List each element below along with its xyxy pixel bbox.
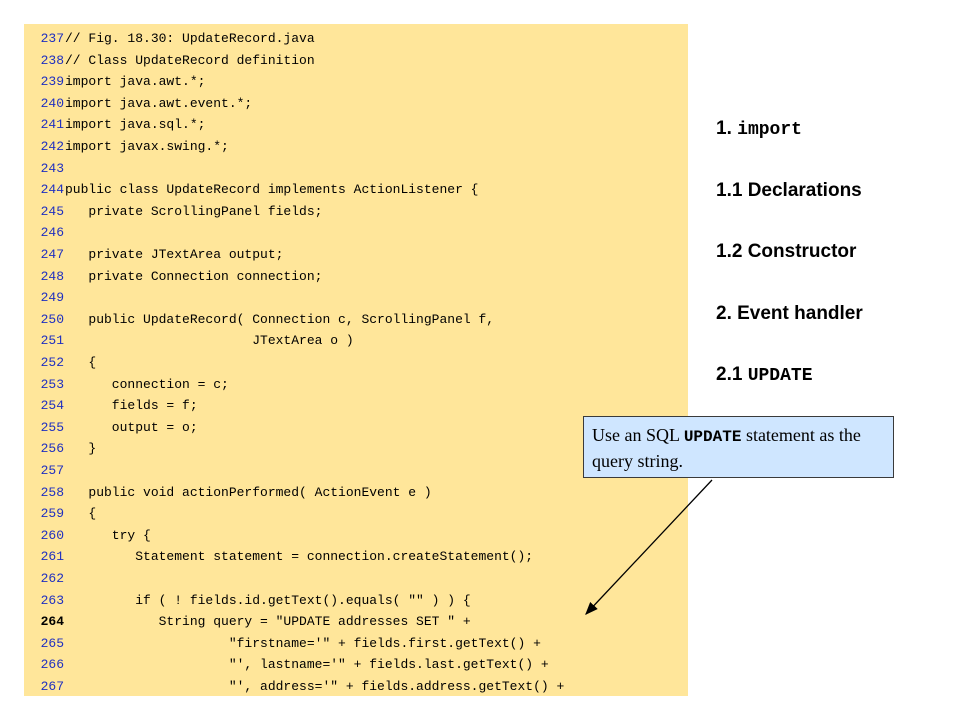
line-number: 248 — [40, 268, 64, 284]
code-text: "', lastname='" + fields.last.getText() … — [65, 657, 549, 673]
line-number: 245 — [40, 203, 64, 219]
line-number: 259 — [40, 506, 64, 522]
line-number: 244 — [40, 182, 64, 198]
code-text: "firstname='" + fields.first.getText() + — [65, 635, 541, 651]
line-number: 253 — [40, 376, 64, 392]
line-number: 265 — [40, 635, 64, 651]
code-text: private ScrollingPanel fields; — [65, 203, 323, 219]
code-text: import java.awt.event.*; — [65, 95, 253, 111]
line-number: 250 — [40, 311, 64, 327]
line-number: 267 — [40, 679, 64, 694]
line-number: 264 — [40, 614, 64, 630]
line-number: 261 — [40, 549, 64, 565]
code-text: output = o; — [65, 419, 198, 435]
outline-item-import: 1. import — [716, 118, 802, 140]
line-number: 251 — [40, 333, 64, 349]
line-number: 262 — [40, 571, 64, 586]
line-number: 237 — [40, 31, 64, 46]
line-number: 240 — [40, 95, 64, 111]
code-text: // Class UpdateRecord definition — [65, 52, 315, 68]
code-text: Statement statement = connection.createS… — [65, 549, 534, 565]
line-number: 252 — [40, 355, 64, 370]
line-number: 241 — [40, 117, 64, 133]
callout-note: Use an SQL UPDATE statement as the query… — [583, 416, 894, 478]
code-text: import javax.swing.*; — [65, 139, 229, 154]
line-number: 247 — [40, 247, 64, 262]
outline-item-declarations: 1.1 Declarations — [716, 180, 862, 201]
line-number: 239 — [40, 74, 64, 90]
code-text: try { — [65, 527, 151, 543]
code-text: { — [65, 506, 97, 522]
code-text: public void actionPerformed( ActionEvent… — [65, 484, 432, 500]
code-text: fields = f; — [65, 398, 198, 414]
line-number: 254 — [40, 398, 64, 414]
outline-item-update: 2.1 UPDATE — [716, 364, 813, 386]
code-text: import java.awt.*; — [65, 74, 206, 90]
outline-item-event-handler: 2. Event handler — [716, 303, 863, 324]
line-number: 263 — [40, 592, 64, 608]
line-number: 256 — [40, 441, 64, 457]
line-number: 249 — [40, 290, 64, 306]
code-text: } — [65, 441, 97, 457]
code-text: String query = "UPDATE addresses SET " + — [65, 614, 471, 630]
code-text: if ( ! fields.id.getText().equals( "" ) … — [65, 592, 471, 608]
code-text: "', address='" + fields.address.getText(… — [65, 679, 565, 694]
code-text: public UpdateRecord( Connection c, Scrol… — [65, 311, 495, 327]
line-number: 246 — [40, 225, 64, 241]
code-text: { — [65, 355, 97, 370]
line-number: 255 — [40, 419, 64, 435]
code-text: import java.sql.*; — [65, 117, 206, 133]
line-number: 258 — [40, 484, 64, 500]
code-text: public class UpdateRecord implements Act… — [65, 182, 479, 198]
line-number: 242 — [40, 139, 64, 154]
line-number: 238 — [40, 52, 64, 68]
line-number: 243 — [40, 160, 64, 176]
outline-item-constructor: 1.2 Constructor — [716, 241, 857, 262]
code-text: JTextArea o ) — [65, 333, 354, 349]
code-text: connection = c; — [65, 376, 229, 392]
code-text: // Fig. 18.30: UpdateRecord.java — [65, 31, 315, 46]
line-number: 257 — [40, 463, 64, 478]
code-text: private Connection connection; — [65, 268, 323, 284]
line-number: 266 — [40, 657, 64, 673]
code-text: private JTextArea output; — [65, 247, 284, 262]
line-number: 260 — [40, 527, 64, 543]
